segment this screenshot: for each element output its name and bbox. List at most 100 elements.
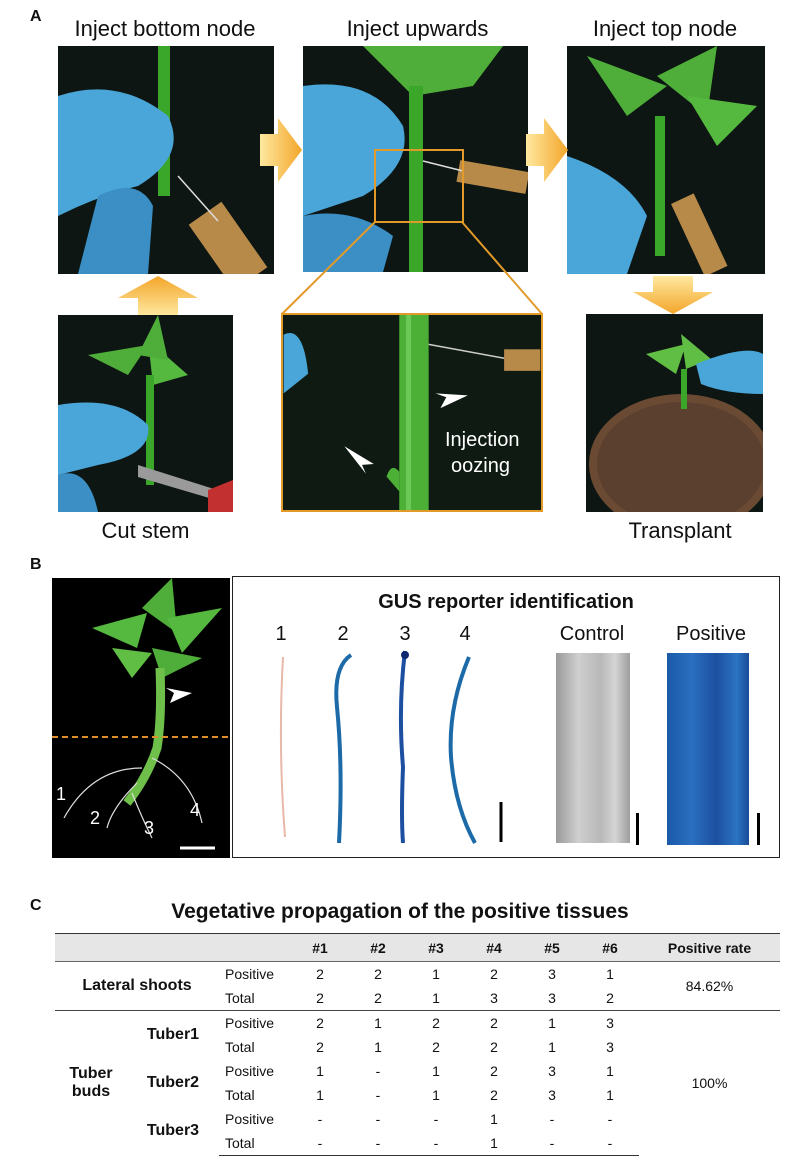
panel-c-label: C [30, 897, 42, 914]
table-row: Total 1 - 1 2 3 1 [55, 1083, 780, 1107]
caption-transplant: Transplant [628, 518, 732, 543]
cell: - [291, 1131, 349, 1156]
cell: 1 [432, 966, 440, 982]
cell: - [433, 1111, 439, 1127]
cell: 1 [548, 1039, 556, 1055]
cell: 2 [291, 1010, 349, 1035]
cell: - [523, 1131, 581, 1156]
cell: 1 [606, 966, 614, 982]
gus-reporter-panel: GUS reporter identification 1 2 3 4 Cont… [232, 576, 780, 858]
plant-root-label-2: 2 [90, 808, 101, 828]
arrow-right-2 [526, 118, 568, 182]
table-row: Lateral shoots Positive 2 2 1 2 3 1 84.6… [55, 962, 780, 994]
zoom-annotation: Injection oozing [445, 427, 520, 479]
photo-inject-upwards [303, 46, 528, 272]
table-row: Total 2 2 1 3 3 2 [55, 986, 780, 1011]
tuber-buds-label: Tuber buds [55, 1010, 127, 1156]
row-label: Positive [219, 1010, 291, 1035]
cell: - [549, 1111, 555, 1127]
photo-plant-roots: 1 2 3 4 [52, 578, 230, 858]
table-row: Tuber buds Tuber1 Positive 2 1 2 2 1 3 1… [55, 1010, 780, 1156]
arrow-right-1 [260, 118, 302, 182]
cell: 1 [374, 1039, 382, 1055]
panel-a-label: A [30, 8, 42, 25]
positive-tissue-image [667, 653, 749, 845]
cell: 2 [407, 1010, 465, 1035]
tuber-buds-line-2: buds [71, 1083, 111, 1101]
tuber3-label: Tuber3 [146, 1122, 200, 1140]
cell: - [407, 1131, 465, 1156]
cell: 2 [374, 990, 382, 1006]
cell: 3 [606, 1039, 614, 1055]
table-title: Vegetative propagation of the positive t… [171, 900, 629, 923]
cell: - [375, 1111, 381, 1127]
tuber-positive-rate: 100% [639, 1010, 780, 1156]
cell: 1 [523, 1010, 581, 1035]
cell: 2 [316, 1039, 324, 1055]
photo-cut-stem [58, 315, 233, 512]
cell: 3 [548, 966, 556, 982]
header-col-1: #1 [291, 933, 349, 962]
propagation-table: #1 #2 #3 #4 #5 #6 Positive rate Lateral … [55, 933, 780, 1156]
plant-root-label-1: 1 [56, 784, 67, 804]
table-row: Tuber2 Positive 1 - 1 2 3 1 [55, 1059, 780, 1091]
lateral-shoots-label: Lateral shoots [82, 977, 192, 994]
caption-cut-stem: Cut stem [101, 518, 190, 543]
header-col-5: #5 [523, 933, 581, 962]
caption-inject-top-node: Inject top node [592, 16, 738, 41]
table-header-row: #1 #2 #3 #4 #5 #6 Positive rate [55, 933, 780, 962]
row-label: Total [225, 990, 255, 1006]
tuber-buds-line-1: Tuber [69, 1065, 113, 1083]
header-positive-rate: Positive rate [639, 933, 780, 962]
header-col-6: #6 [581, 933, 639, 962]
table-row: Total - - - 1 - - [55, 1131, 780, 1156]
root-number-1: 1 [275, 623, 287, 645]
cell: 1 [349, 1010, 407, 1035]
root-number-2: 2 [337, 623, 349, 645]
positive-scale-bar [757, 813, 760, 845]
photo-injection-zoom: Injection oozing [281, 313, 543, 512]
cell: 2 [374, 966, 382, 982]
tuber2-label: Tuber2 [146, 1074, 200, 1091]
cell: - [349, 1131, 407, 1156]
table-row: Total 2 1 2 2 1 3 [55, 1035, 780, 1059]
gus-roots [279, 650, 503, 844]
cell: 2 [490, 966, 498, 982]
row-label: Total [219, 1131, 291, 1156]
header-col-3: #3 [407, 933, 465, 962]
row-label: Positive [225, 1063, 275, 1079]
cell: 1 [465, 1131, 523, 1156]
cell: 2 [432, 1039, 440, 1055]
cell: 2 [490, 1039, 498, 1055]
cell: - [607, 1111, 613, 1127]
photo-transplant [586, 314, 763, 512]
cell: - [375, 1087, 381, 1103]
cell: - [581, 1131, 639, 1156]
table-row: Tuber3 Positive - - - 1 - - [55, 1107, 780, 1139]
cell: 2 [316, 966, 324, 982]
header-col-4: #4 [465, 933, 523, 962]
cell: 2 [606, 990, 614, 1006]
arrow-up [118, 276, 198, 316]
photo-inject-top-node [567, 46, 765, 274]
cell: 2 [465, 1010, 523, 1035]
photo-inject-bottom-node [58, 46, 274, 274]
cell: 1 [606, 1087, 614, 1103]
annotation-line-1: Injection [445, 429, 520, 451]
cell: 1 [432, 1087, 440, 1103]
row-label: Total [225, 1039, 255, 1055]
cell: 3 [548, 990, 556, 1006]
cell: 3 [581, 1010, 639, 1035]
cell: 3 [548, 1087, 556, 1103]
plant-root-label-3: 3 [144, 818, 155, 838]
cell: 1 [432, 1063, 440, 1079]
control-tissue-image [556, 653, 630, 843]
cell: 2 [316, 990, 324, 1006]
panel-b-label: B [30, 556, 42, 573]
cell: - [375, 1063, 381, 1079]
plant-root-label-4: 4 [190, 800, 201, 820]
cell: 1 [490, 1111, 498, 1127]
positive-label: Positive [675, 623, 747, 645]
control-label: Control [559, 623, 625, 645]
tuber1-label: Tuber1 [127, 1010, 219, 1059]
